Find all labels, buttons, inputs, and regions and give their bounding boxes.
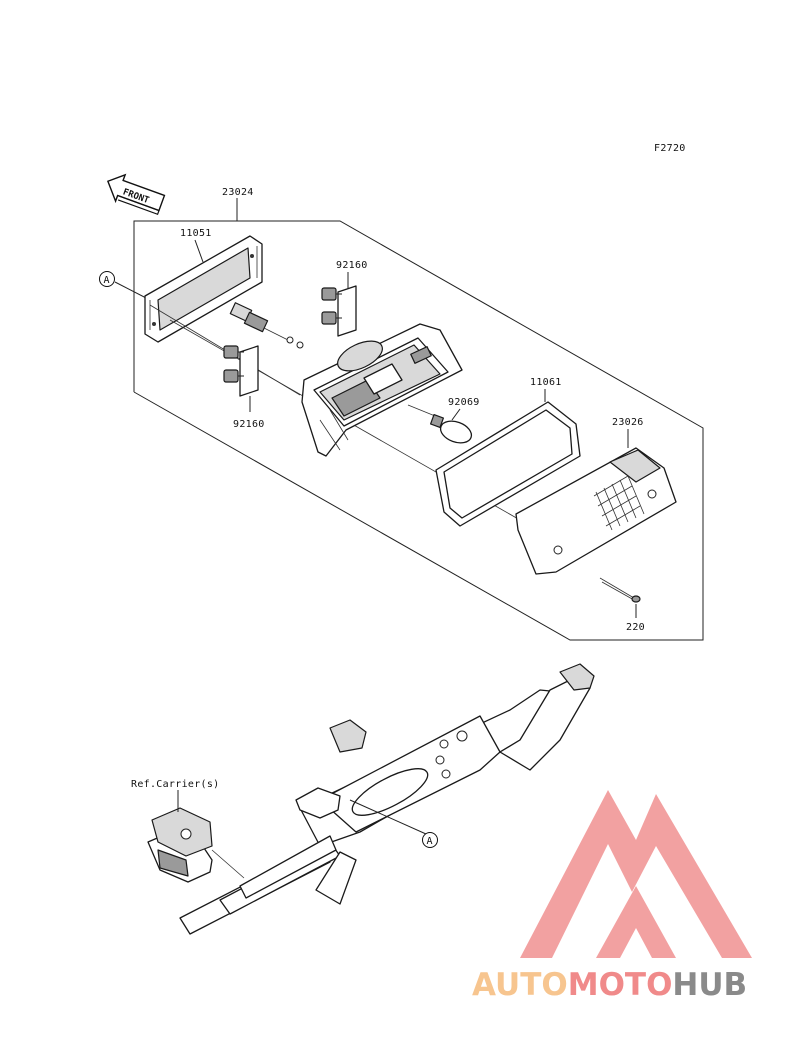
watermark-logo-icon	[520, 790, 752, 958]
label-23026: 23026	[612, 417, 644, 428]
reference-marker-top: A	[99, 271, 151, 301]
assembly-boundary	[133, 198, 704, 641]
lens-23026	[515, 447, 677, 575]
wire-harness	[229, 302, 304, 349]
gasket-11061	[435, 401, 581, 527]
bulb-92069	[429, 413, 473, 444]
label-92160-upper: 92160	[336, 260, 368, 271]
socket-92160-upper	[321, 285, 357, 337]
svg-text:A: A	[427, 836, 433, 847]
lamp-housing	[301, 323, 463, 457]
watermark-text: AUTOMOTOHUB	[472, 967, 747, 1003]
figure-code: F2720	[654, 143, 686, 154]
label-92069: 92069	[448, 397, 480, 408]
reference-marker-bottom: A	[349, 799, 438, 848]
front-arrow-icon: FRONT	[106, 173, 166, 216]
screw-220	[599, 577, 641, 603]
gasket-11051	[144, 235, 263, 343]
label-11061: 11061	[530, 377, 562, 388]
svg-text:A: A	[104, 275, 110, 286]
lens-grid	[593, 475, 645, 531]
label-23024: 23024	[222, 187, 254, 198]
socket-92160-lower	[223, 345, 259, 397]
ref-carrier-note: Ref.Carrier(s)	[131, 779, 220, 790]
label-92160-lower: 92160	[233, 419, 265, 430]
label-11051: 11051	[180, 228, 212, 239]
label-220: 220	[626, 622, 645, 633]
carrier-frame	[147, 663, 595, 935]
